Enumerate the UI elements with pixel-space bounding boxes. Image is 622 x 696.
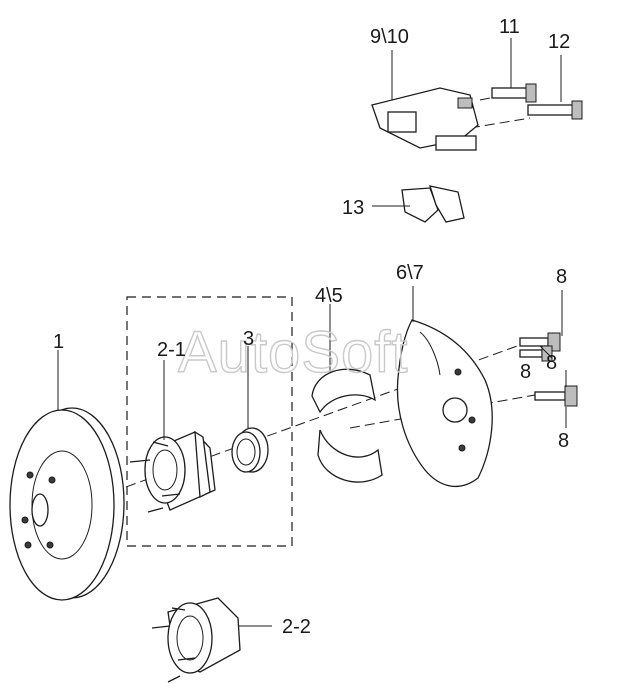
- brake-pads: [401, 185, 465, 223]
- label-spacer-ring: 4\5: [315, 285, 343, 307]
- guide-pin: [491, 83, 537, 103]
- label-hub-2-1: 2-1: [157, 339, 186, 361]
- label-guide-pin-11: 11: [499, 16, 520, 38]
- wheel-bearing: [231, 427, 269, 473]
- label-bolt: 8: [558, 430, 569, 452]
- brake-disc: [9, 407, 125, 601]
- label-bolt: 8: [556, 266, 567, 288]
- label-bolt: 8: [520, 361, 531, 383]
- dust-shield: [396, 319, 493, 488]
- brake-caliper: [371, 87, 479, 151]
- guide-pin: [527, 100, 583, 120]
- label-brake-pads: 13: [342, 197, 364, 219]
- spacer-ring: [311, 368, 383, 483]
- wheel-hub-2-2: [151, 597, 241, 683]
- watermark-text: AutoSoft: [178, 320, 408, 385]
- label-bearing: 3: [243, 328, 254, 350]
- label-bolt: 8: [546, 352, 557, 374]
- label-guide-pin-12: 12: [548, 31, 570, 53]
- assembly-group-box: [126, 296, 293, 547]
- label-hub-2-2: 2-2: [282, 616, 311, 638]
- label-dust-shield: 6\7: [396, 262, 424, 284]
- label-caliper: 9\10: [370, 26, 409, 48]
- mounting-bolt: [519, 332, 561, 352]
- mounting-bolt: [534, 385, 578, 407]
- label-brake-disc: 1: [53, 331, 64, 353]
- leader-lines: [57, 38, 567, 627]
- wheel-hub-2-1: [129, 430, 216, 513]
